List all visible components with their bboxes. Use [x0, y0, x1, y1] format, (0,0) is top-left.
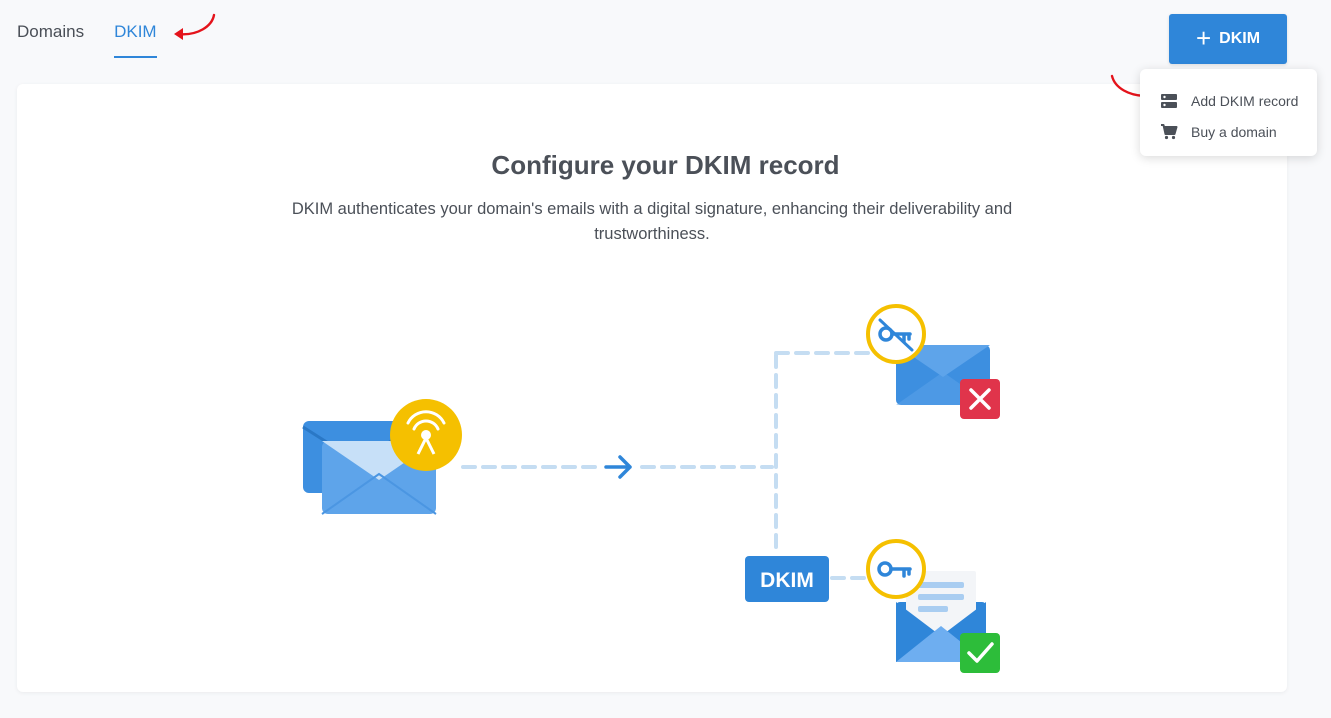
tab-domains[interactable]: Domains [17, 22, 85, 41]
dropdown-item-buy-domain[interactable]: Buy a domain [1140, 116, 1317, 147]
envelope-broadcast-icon [302, 399, 462, 515]
page-description: DKIM authenticates your domain's emails … [291, 200, 1013, 243]
cart-icon [1159, 123, 1179, 141]
dropdown-item-add-dkim-record[interactable]: Add DKIM record [1140, 85, 1317, 116]
add-dkim-button[interactable]: + DKIM [1169, 14, 1287, 64]
plus-icon: + [1195, 22, 1212, 53]
envelope-rejected-icon [866, 304, 1000, 419]
dropdown-item-label: Buy a domain [1191, 123, 1277, 140]
dropdown-item-label: Add DKIM record [1191, 92, 1299, 109]
tab-dkim[interactable]: DKIM [114, 22, 157, 58]
annotation-arrow-icon [174, 13, 216, 40]
add-dkim-button-label: DKIM [1219, 30, 1261, 47]
main-card [17, 84, 1287, 692]
server-icon [1159, 92, 1179, 110]
dkim-badge-label: DKIM [760, 569, 814, 592]
add-dkim-dropdown: Add DKIM record Buy a domain [1140, 69, 1317, 156]
page-title: Configure your DKIM record [491, 150, 840, 180]
arrow-right-icon [604, 455, 632, 479]
dkim-badge [745, 556, 829, 602]
envelope-approved-icon [866, 539, 1000, 673]
tab-bar: Domains DKIM [17, 22, 157, 58]
